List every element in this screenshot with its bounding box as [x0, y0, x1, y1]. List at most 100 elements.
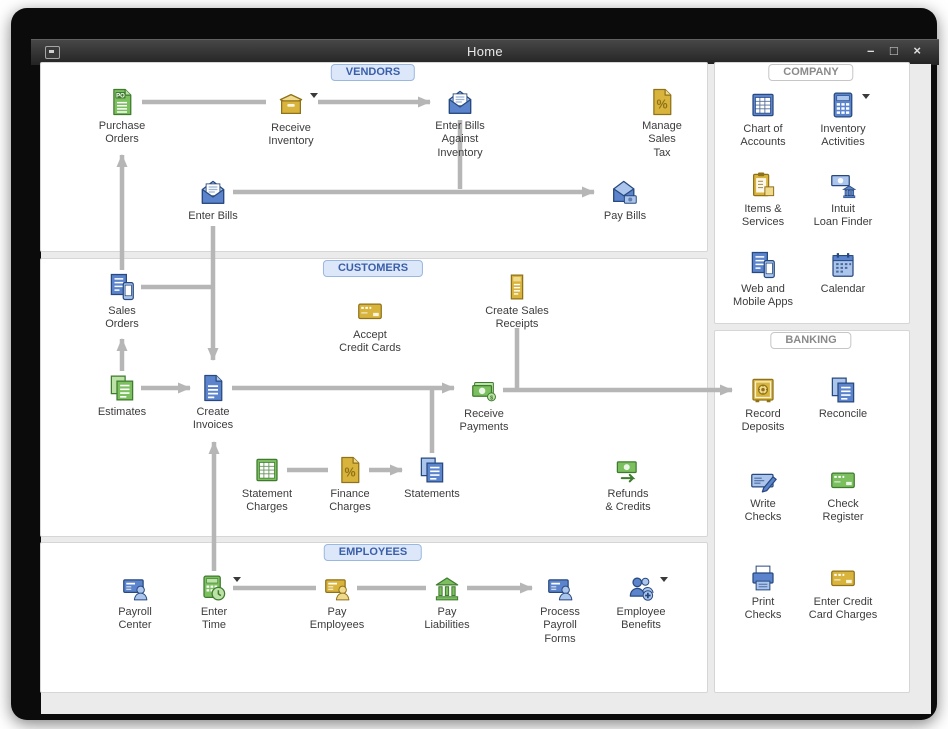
items-services-icon: [748, 170, 778, 200]
company-header: COMPANY: [768, 64, 854, 81]
receive-inventory-dropdown-caret-icon[interactable]: [310, 93, 318, 98]
web-mobile-apps-icon: [748, 250, 778, 280]
employees-section-panel: [40, 542, 708, 693]
node-label: Receive Payments: [459, 408, 509, 434]
record-deposits-icon: [748, 375, 778, 405]
node-enter-time[interactable]: Enter Time: [169, 573, 259, 633]
node-write-checks[interactable]: Write Checks: [718, 465, 808, 525]
node-purchase-orders[interactable]: Purchase Orders: [77, 87, 167, 147]
node-label: Check Register: [822, 498, 864, 524]
node-items-services[interactable]: Items & Services: [718, 170, 808, 230]
banking-panel: [714, 330, 910, 693]
node-create-sales-receipts[interactable]: Create Sales Receipts: [472, 272, 562, 332]
node-label: Estimates: [97, 406, 147, 418]
node-employee-benefits[interactable]: Employee Benefits: [596, 573, 686, 633]
employee-benefits-dropdown-caret-icon[interactable]: [660, 577, 668, 582]
node-intuit-loan-finder[interactable]: Intuit Loan Finder: [798, 170, 888, 230]
minimize-button[interactable]: –: [867, 43, 875, 58]
node-label: Reconcile: [818, 408, 868, 420]
node-receive-inventory[interactable]: Receive Inventory: [246, 89, 336, 149]
node-inventory-activities[interactable]: Inventory Activities: [798, 90, 888, 150]
node-label: Purchase Orders: [98, 120, 146, 146]
statements-icon: [417, 455, 447, 485]
node-label: Calendar: [820, 283, 866, 295]
pay-liabilities-icon: [432, 573, 462, 603]
node-label: Inventory Activities: [820, 123, 866, 149]
inventory-activities-dropdown-caret-icon[interactable]: [862, 94, 870, 99]
node-sales-orders[interactable]: Sales Orders: [77, 272, 167, 332]
node-label: Pay Liabilities: [424, 606, 470, 632]
node-enter-bills-against-inventory[interactable]: Enter Bills Against Inventory: [415, 87, 505, 160]
node-label: Items & Services: [741, 203, 785, 229]
inventory-activities-icon: [828, 90, 858, 120]
write-checks-icon: [748, 465, 778, 495]
node-calendar[interactable]: Calendar: [798, 250, 888, 296]
purchase-orders-icon: [107, 87, 137, 117]
node-label: Finance Charges: [329, 488, 371, 514]
maximize-button[interactable]: □: [889, 43, 898, 58]
enter-bills-against-inventory-icon: [445, 87, 475, 117]
chart-of-accounts-icon: [748, 90, 778, 120]
node-web-mobile-apps[interactable]: Web and Mobile Apps: [718, 250, 808, 310]
node-finance-charges[interactable]: Finance Charges: [305, 455, 395, 515]
node-label: Web and Mobile Apps: [733, 283, 793, 309]
node-label: Intuit Loan Finder: [813, 203, 873, 229]
reconcile-icon: [828, 375, 858, 405]
node-label: Manage Sales Tax: [642, 120, 682, 159]
check-register-icon: [828, 465, 858, 495]
sales-orders-icon: [107, 272, 137, 302]
node-label: Enter Bills Against Inventory: [435, 120, 485, 159]
node-pay-bills[interactable]: Pay Bills: [580, 177, 670, 223]
node-label: Chart of Accounts: [740, 123, 786, 149]
enter-time-dropdown-caret-icon[interactable]: [233, 577, 241, 582]
node-create-invoices[interactable]: Create Invoices: [168, 373, 258, 433]
node-statements[interactable]: Statements: [387, 455, 477, 501]
node-process-payroll-forms[interactable]: Process Payroll Forms: [515, 573, 605, 646]
node-statement-charges[interactable]: Statement Charges: [222, 455, 312, 515]
node-label: Process Payroll Forms: [540, 606, 580, 645]
node-refunds-credits[interactable]: Refunds & Credits: [583, 455, 673, 515]
node-accept-credit-cards[interactable]: Accept Credit Cards: [325, 296, 415, 356]
company-panel: [714, 62, 910, 324]
process-payroll-forms-icon: [545, 573, 575, 603]
node-label: Statement Charges: [241, 488, 293, 514]
pay-bills-icon: [610, 177, 640, 207]
node-reconcile[interactable]: Reconcile: [798, 375, 888, 421]
node-manage-sales-tax[interactable]: Manage Sales Tax: [617, 87, 707, 160]
estimates-icon: [107, 373, 137, 403]
manage-sales-tax-icon: [647, 87, 677, 117]
node-check-register[interactable]: Check Register: [798, 465, 888, 525]
intuit-loan-finder-icon: [828, 170, 858, 200]
node-label: Record Deposits: [741, 408, 785, 434]
node-print-checks[interactable]: Print Checks: [718, 563, 808, 623]
node-pay-liabilities[interactable]: Pay Liabilities: [402, 573, 492, 633]
node-label: Accept Credit Cards: [339, 329, 401, 355]
enter-bills-icon: [198, 177, 228, 207]
node-chart-of-accounts[interactable]: Chart of Accounts: [718, 90, 808, 150]
node-label: Pay Employees: [309, 606, 365, 632]
node-enter-bills[interactable]: Enter Bills: [168, 177, 258, 223]
enter-time-icon: [199, 573, 229, 603]
node-record-deposits[interactable]: Record Deposits: [718, 375, 808, 435]
accept-credit-cards-icon: [355, 296, 385, 326]
node-pay-employees[interactable]: Pay Employees: [292, 573, 382, 633]
employee-benefits-icon: [626, 573, 656, 603]
node-enter-credit-card-charges[interactable]: Enter Credit Card Charges: [798, 563, 888, 623]
vendors-section-panel: [40, 62, 708, 252]
window-menu-icon[interactable]: [45, 46, 60, 59]
node-payroll-center[interactable]: Payroll Center: [90, 573, 180, 633]
node-label: Pay Bills: [603, 210, 647, 222]
statement-charges-icon: [252, 455, 282, 485]
node-label: Enter Bills: [188, 210, 238, 222]
node-estimates[interactable]: Estimates: [77, 373, 167, 419]
close-button[interactable]: ×: [913, 43, 921, 58]
print-checks-icon: [748, 563, 778, 593]
create-invoices-icon: [198, 373, 228, 403]
customers-header: CUSTOMERS: [322, 260, 424, 277]
enter-credit-card-charges-icon: [828, 563, 858, 593]
node-label: Create Sales Receipts: [485, 305, 549, 331]
refunds-credits-icon: [613, 455, 643, 485]
node-label: Sales Orders: [105, 305, 139, 331]
node-receive-payments[interactable]: Receive Payments: [439, 375, 529, 435]
